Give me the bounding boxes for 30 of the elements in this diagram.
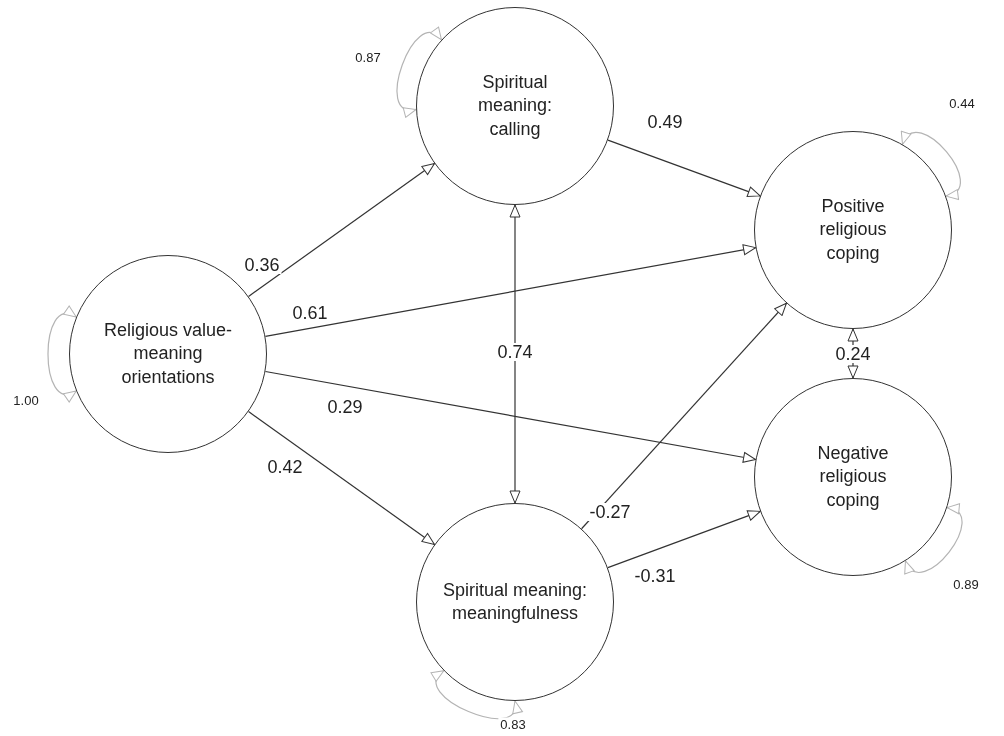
edge-label: 1.00 xyxy=(11,393,41,407)
double-headed-arrow xyxy=(509,204,521,504)
edge-label: 0.29 xyxy=(325,398,365,416)
arrow xyxy=(247,410,436,546)
node-label: Negative religious coping xyxy=(816,441,890,512)
arrow xyxy=(607,510,761,569)
arrow xyxy=(247,162,436,298)
node-label: Spiritual meaning: meaningfulness xyxy=(441,578,589,625)
arrow xyxy=(607,139,761,197)
edge-label: 0.44 xyxy=(947,96,977,110)
variance-loop xyxy=(431,670,521,720)
node-label: Religious value-meaning orientations xyxy=(102,318,234,389)
variance-loop xyxy=(396,27,443,116)
variance-loop xyxy=(47,307,77,401)
edge-label: 0.87 xyxy=(353,50,383,64)
edge-label: 0.42 xyxy=(265,458,305,476)
edge-label: 0.49 xyxy=(645,113,685,131)
variance-loop xyxy=(901,130,961,198)
node-label: Spiritual meaning: calling xyxy=(476,70,554,141)
edge-label: 0.61 xyxy=(290,304,330,322)
edge-label: -0.31 xyxy=(632,567,678,585)
edge-label: 0.74 xyxy=(495,343,535,361)
node-label: Positive religious coping xyxy=(818,194,888,265)
edge-label: 0.36 xyxy=(242,256,282,274)
edge-label: 0.89 xyxy=(951,577,981,591)
edge-label: -0.27 xyxy=(587,503,633,521)
variance-loop xyxy=(904,505,963,575)
arrow xyxy=(580,302,788,530)
edge-label: 0.24 xyxy=(833,345,873,363)
edge-label: 0.83 xyxy=(498,717,528,731)
